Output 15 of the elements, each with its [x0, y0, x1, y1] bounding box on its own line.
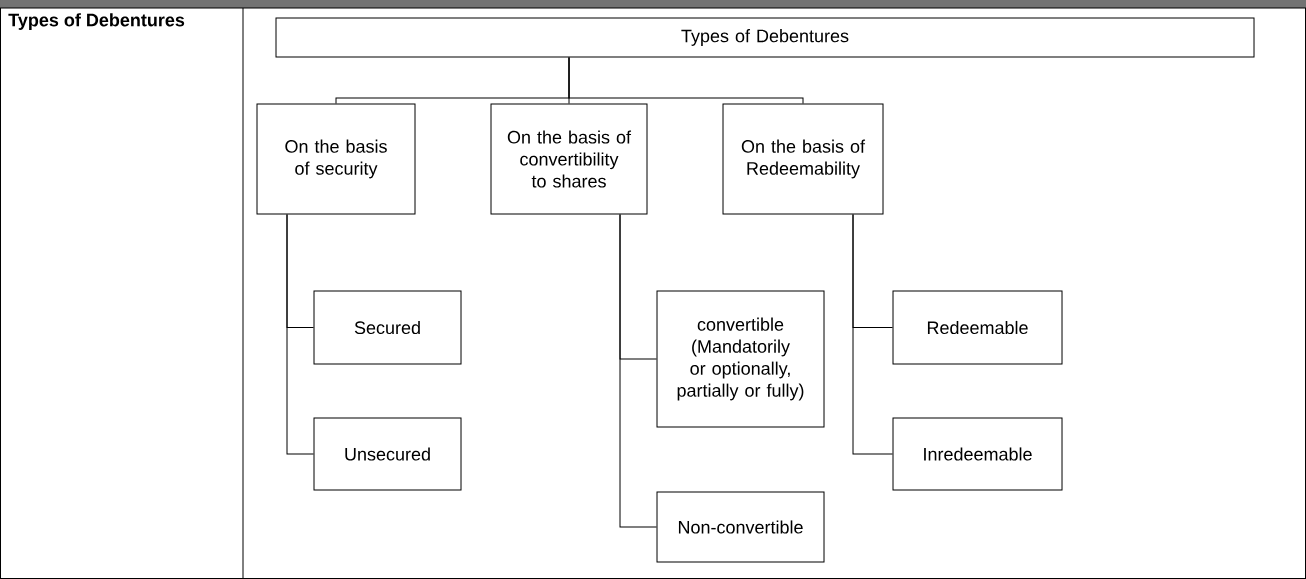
category-box: On the basis of convertibility to shares: [490, 103, 648, 215]
category-box: Secured: [313, 290, 462, 365]
category-box: Types of Debentures: [275, 17, 1255, 58]
connector-line: [568, 57, 804, 104]
category-box: On the basis of Redeemability: [722, 103, 884, 215]
category-box: Inredeemable: [892, 417, 1063, 491]
category-box: convertible (Mandatorily or optionally, partially or fully): [656, 290, 825, 428]
connector-line: [852, 214, 893, 455]
row-heading: Types of Debentures: [8, 13, 185, 30]
connector-line: [286, 214, 314, 455]
connector-line: [619, 214, 657, 528]
category-box: Redeemable: [892, 290, 1063, 365]
category-box: Unsecured: [313, 417, 462, 491]
category-box: Non-convertible: [656, 491, 825, 563]
category-box: On the basis of security: [256, 103, 416, 215]
